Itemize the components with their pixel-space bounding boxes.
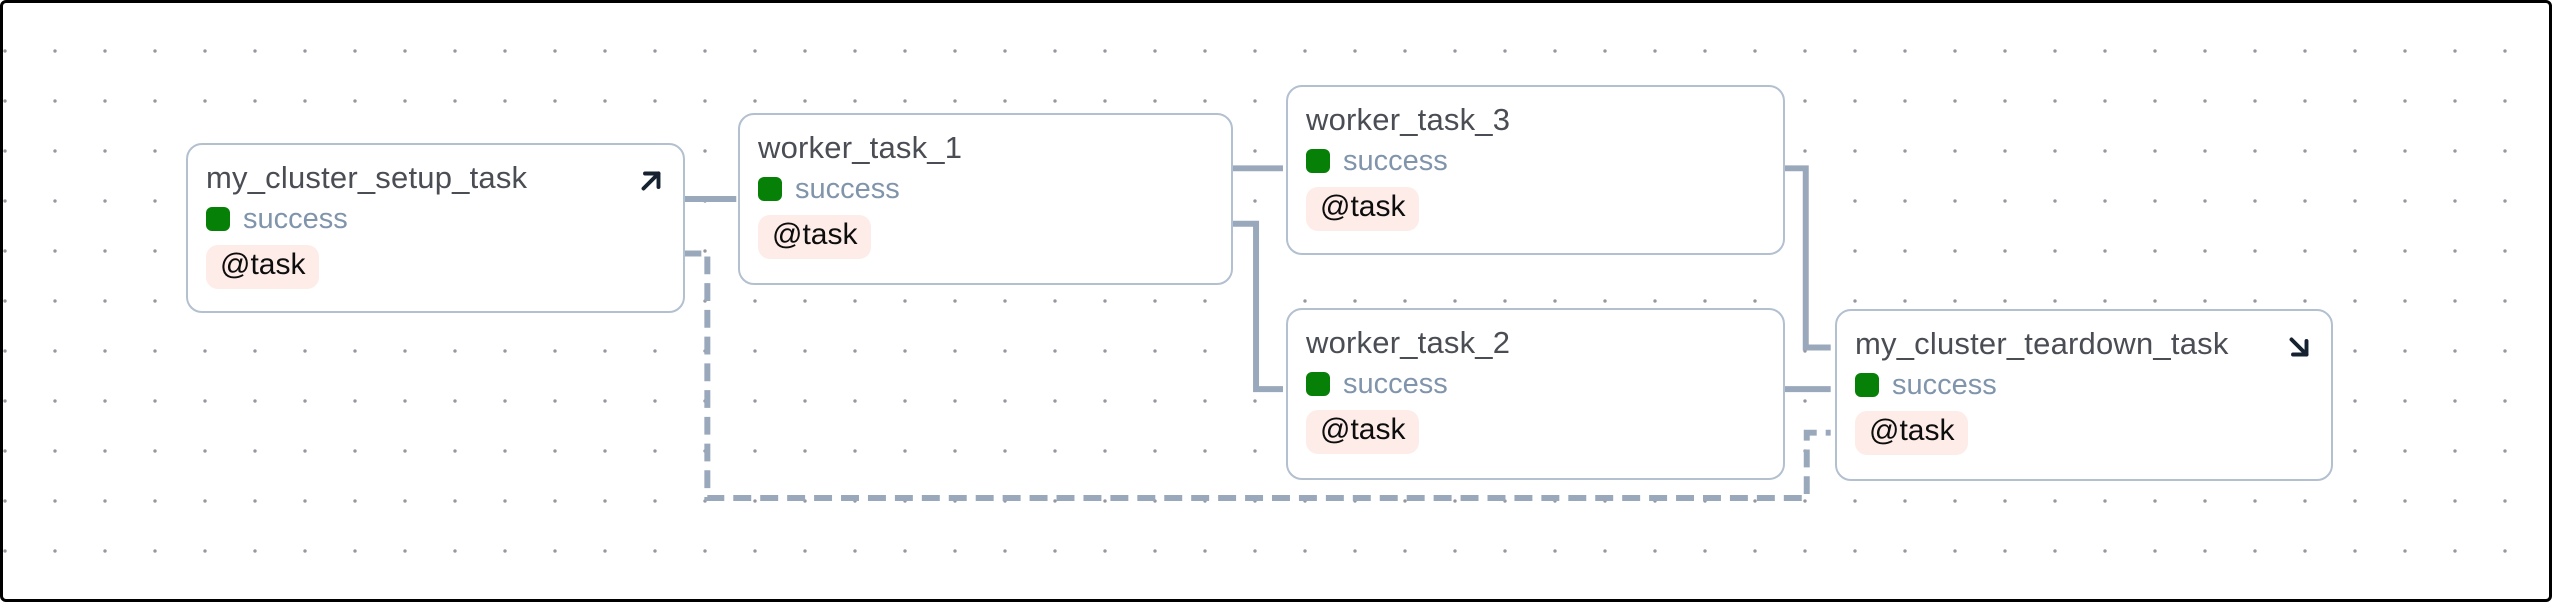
task-status-row: success	[758, 172, 1213, 205]
edge-my_cluster_setup_task-to-my_cluster_teardown_task	[683, 250, 1831, 501]
success-status-square-icon	[1855, 373, 1879, 397]
task-status-row: success	[206, 202, 665, 235]
success-status-square-icon	[1306, 149, 1330, 173]
task-decorator-badge: @task	[1306, 187, 1420, 231]
edge-layer	[683, 165, 1831, 501]
task-status-label: success	[795, 172, 900, 205]
setup-task-arrow-up-right-icon	[633, 163, 669, 199]
task-status-label: success	[243, 202, 348, 235]
task-title: my_cluster_setup_task	[206, 160, 528, 195]
task-decorator-badge: @task	[1855, 411, 1969, 455]
task-status-label: success	[1343, 367, 1448, 400]
task-status-row: success	[1855, 368, 2313, 401]
task-title: my_cluster_teardown_task	[1855, 326, 2229, 361]
success-status-square-icon	[206, 207, 230, 231]
edge-worker_task_3-to-my_cluster_teardown_task	[1780, 165, 1831, 351]
success-status-square-icon	[1306, 372, 1330, 396]
teardown-task-arrow-down-right-icon	[2281, 329, 2317, 365]
task-title: worker_task_2	[1306, 325, 1511, 360]
task-title: worker_task_3	[1306, 102, 1511, 137]
success-status-square-icon	[758, 177, 782, 201]
task-decorator-badge: @task	[206, 245, 320, 289]
task-status-row: success	[1306, 367, 1765, 400]
task-decorator-badge: @task	[758, 215, 872, 259]
task-status-row: success	[1306, 144, 1765, 177]
edge-worker_task_1-to-worker_task_2	[1230, 220, 1283, 393]
task-status-label: success	[1892, 368, 1997, 401]
task-status-label: success	[1343, 144, 1448, 177]
task-decorator-badge: @task	[1306, 410, 1420, 454]
task-title: worker_task_1	[758, 130, 963, 165]
